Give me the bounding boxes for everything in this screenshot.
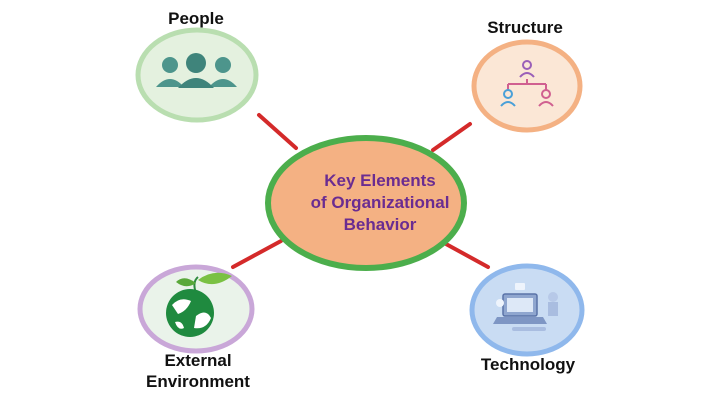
external-environment-label: External Environment	[128, 350, 268, 392]
external-label-line-1: External	[164, 351, 232, 370]
center-title-line-1: Key Elements	[324, 171, 436, 190]
technology-label: Technology	[480, 355, 576, 374]
external-node	[137, 264, 255, 354]
connector-external	[231, 239, 283, 269]
people-group-icon	[156, 53, 237, 88]
people-node	[135, 27, 259, 123]
center-title-line-2: of Organizational	[310, 193, 450, 212]
people-label: People	[168, 9, 224, 28]
structure-node	[471, 39, 583, 133]
globe-plant-icon	[166, 272, 232, 337]
org-chart-icon	[500, 60, 554, 107]
laptop-workspace-icon	[493, 283, 558, 331]
center-title-line-3: Behavior	[343, 215, 417, 234]
technology-node	[469, 263, 585, 357]
structure-label: Structure	[487, 18, 563, 37]
external-label-line-2: Environment	[146, 372, 250, 391]
connector-structure	[431, 122, 472, 152]
center-ellipse	[265, 135, 467, 271]
center-title: Key Elements of Organizational Behavior	[275, 170, 485, 236]
connector-technology	[444, 242, 490, 269]
connector-people	[257, 113, 298, 150]
